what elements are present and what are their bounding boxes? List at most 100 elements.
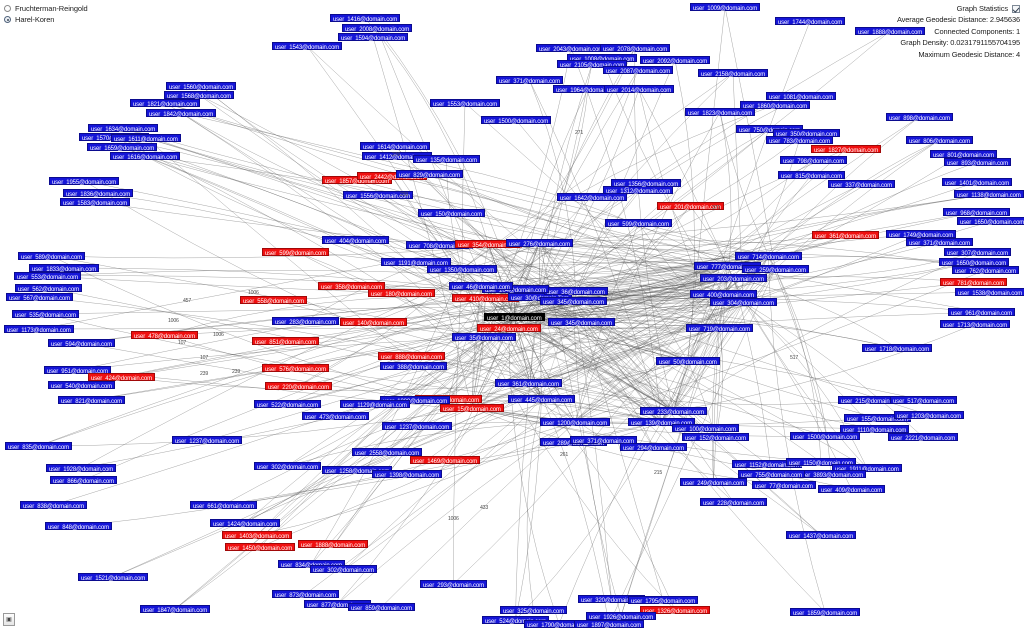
graph-node[interactable]: user_345@domain.com — [540, 297, 607, 306]
graph-node[interactable]: user_2158@domain.com — [698, 69, 769, 78]
graph-node[interactable]: user_599@domain.com — [605, 219, 672, 228]
graph-node[interactable]: user_150@domain.com — [418, 209, 485, 218]
graph-node[interactable]: user_815@domain.com — [778, 171, 845, 180]
graph-node[interactable]: user_2105@domain.com — [557, 60, 628, 69]
graph-node[interactable]: user_1203@domain.com — [894, 411, 965, 420]
graph-node[interactable]: user_535@domain.com — [12, 310, 79, 319]
graph-node[interactable]: user_1543@domain.com — [272, 42, 343, 51]
graph-node[interactable]: user_1081@domain.com — [766, 92, 837, 101]
graph-node[interactable]: user_1191@domain.com — [381, 258, 451, 267]
graph-node[interactable]: user_302@domain.com — [310, 565, 377, 574]
graph-node[interactable]: user_35@domain.com — [452, 333, 516, 342]
graph-node[interactable]: user_1403@domain.com — [222, 531, 293, 540]
graph-node[interactable]: user_968@domain.com — [943, 208, 1010, 217]
graph-node[interactable]: user_371@domain.com — [906, 238, 973, 247]
graph-node[interactable]: user_755@domain.com — [738, 470, 805, 479]
graph-node[interactable]: user_1614@domain.com — [360, 142, 431, 151]
radio-icon-fruchterman-reingold[interactable] — [4, 5, 11, 12]
graph-node[interactable]: user_1823@domain.com — [685, 108, 756, 117]
graph-node[interactable]: user_1594@domain.com — [338, 33, 409, 42]
graph-node[interactable]: user_835@domain.com — [5, 442, 72, 451]
graph-node[interactable]: user_1521@domain.com — [78, 573, 149, 582]
graph-node[interactable]: user_15@domain.com — [440, 404, 504, 413]
graph-node[interactable]: user_478@domain.com — [131, 331, 198, 340]
graph-node[interactable]: user_2221@domain.com — [888, 433, 959, 442]
graph-node[interactable]: user_1437@domain.com — [786, 531, 857, 540]
graph-node[interactable]: user_325@domain.com — [500, 606, 567, 615]
graph-node[interactable]: user_152@domain.com — [682, 433, 749, 442]
graph-node[interactable]: user_2087@domain.com — [603, 66, 674, 75]
graph-node[interactable]: user_1928@domain.com — [46, 464, 117, 473]
graph-node[interactable]: user_1568@domain.com — [164, 91, 235, 100]
graph-node[interactable]: user_1469@domain.com — [410, 456, 481, 465]
graph-node[interactable]: user_1173@domain.com — [4, 325, 74, 334]
graph-node[interactable]: user_1401@domain.com — [942, 178, 1013, 187]
graph-node[interactable]: user_1634@domain.com — [88, 124, 159, 133]
graph-node[interactable]: user_139@domain.com — [628, 418, 695, 427]
graph-node[interactable]: user_424@domain.com — [88, 373, 155, 382]
graph-node[interactable]: user_1416@domain.com — [330, 14, 401, 23]
graph-node[interactable]: user_719@domain.com — [686, 324, 753, 333]
graph-node[interactable]: user_1@domain.com — [484, 313, 545, 322]
graph-node[interactable]: user_1749@domain.com — [886, 230, 957, 239]
graph-node[interactable]: user_1859@domain.com — [790, 608, 861, 617]
graph-node[interactable]: user_228@domain.com — [700, 498, 767, 507]
graph-node[interactable]: user_1926@domain.com — [586, 612, 657, 621]
graph-node[interactable]: user_409@domain.com — [818, 485, 885, 494]
graph-node[interactable]: user_848@domain.com — [45, 522, 112, 531]
graph-node[interactable]: user_1326@domain.com — [640, 606, 711, 615]
graph-node[interactable]: user_888@domain.com — [378, 352, 445, 361]
graph-node[interactable]: user_1821@domain.com — [130, 99, 201, 108]
graph-node[interactable]: user_1897@domain.com — [574, 620, 645, 629]
graph-node[interactable]: user_201@domain.com — [657, 202, 724, 211]
graph-node[interactable]: user_259@domain.com — [742, 265, 809, 274]
graph-node[interactable]: user_1009@domain.com — [690, 3, 761, 12]
graph-node[interactable]: user_220@domain.com — [265, 382, 332, 391]
graph-node[interactable]: user_1616@domain.com — [110, 152, 181, 161]
graph-node[interactable]: user_388@domain.com — [380, 362, 447, 371]
graph-node[interactable]: user_203@domain.com — [700, 274, 767, 283]
graph-node[interactable]: user_180@domain.com — [368, 289, 435, 298]
graph-node[interactable]: user_276@domain.com — [506, 239, 573, 248]
graph-node[interactable]: user_361@domain.com — [495, 379, 562, 388]
graph-node[interactable]: user_1450@domain.com — [225, 543, 296, 552]
graph-node[interactable]: user_594@domain.com — [48, 339, 115, 348]
graph-node[interactable]: user_302@domain.com — [254, 462, 321, 471]
graph-node[interactable]: user_361@domain.com — [812, 231, 879, 240]
graph-node[interactable]: user_1237@domain.com — [382, 422, 453, 431]
graph-node[interactable]: user_233@domain.com — [640, 407, 707, 416]
graph-node[interactable]: user_1642@domain.com — [557, 193, 628, 202]
graph-node[interactable]: user_798@domain.com — [780, 156, 847, 165]
graph-node[interactable]: user_1650@domain.com — [957, 217, 1024, 226]
graph-node[interactable]: user_100@domain.com — [672, 424, 739, 433]
graph-node[interactable]: user_1650@domain.com — [939, 258, 1010, 267]
graph-node[interactable]: user_1833@domain.com — [29, 264, 100, 273]
graph-node[interactable]: user_961@domain.com — [948, 308, 1015, 317]
graph-node[interactable]: user_304@domain.com — [710, 298, 777, 307]
graph-node[interactable]: user_1836@domain.com — [63, 189, 134, 198]
graph-node[interactable]: user_294@domain.com — [620, 443, 687, 452]
graph-node[interactable]: user_46@domain.com — [449, 282, 513, 291]
graph-node[interactable]: user_1827@domain.com — [811, 145, 882, 154]
graph-node[interactable]: user_829@domain.com — [396, 170, 463, 179]
graph-node[interactable]: user_1955@domain.com — [49, 177, 120, 186]
graph-node[interactable]: user_140@domain.com — [340, 318, 407, 327]
radio-option-fruchterman-reingold[interactable]: Fruchterman-Reingold — [4, 3, 88, 14]
graph-node[interactable]: user_893@domain.com — [944, 158, 1011, 167]
graph-node[interactable]: user_540@domain.com — [48, 381, 115, 390]
graph-node[interactable]: user_801@domain.com — [930, 150, 997, 159]
graph-node[interactable]: user_2008@domain.com — [342, 24, 413, 33]
graph-node[interactable]: user_714@domain.com — [735, 252, 802, 261]
graph-node[interactable]: user_1744@domain.com — [775, 17, 846, 26]
graph-node[interactable]: user_517@domain.com — [890, 396, 957, 405]
graph-node[interactable]: user_1718@domain.com — [862, 344, 933, 353]
resize-handle-button[interactable]: ▣ — [3, 613, 15, 626]
graph-node[interactable]: user_307@domain.com — [944, 248, 1011, 257]
graph-node[interactable]: user_1138@domain.com — [954, 190, 1024, 199]
graph-node[interactable]: user_873@domain.com — [272, 590, 339, 599]
graph-node[interactable]: user_1795@domain.com — [628, 596, 699, 605]
graph-node[interactable]: user_1398@domain.com — [372, 470, 443, 479]
graph-node[interactable]: user_806@domain.com — [906, 136, 973, 145]
graph-node[interactable]: user_77@domain.com — [752, 481, 816, 490]
